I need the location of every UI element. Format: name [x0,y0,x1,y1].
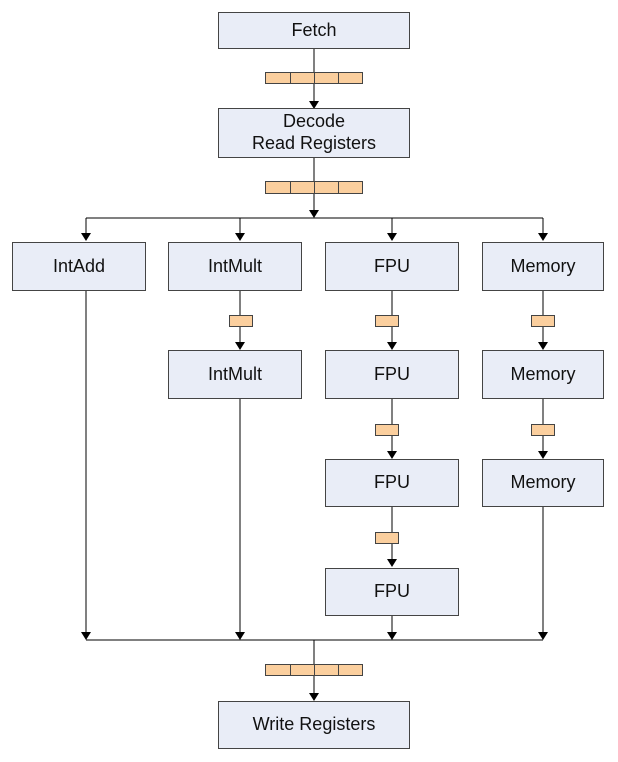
stage-memory-2-label: Memory [510,363,576,384]
stage-fpu-1: FPU [325,242,459,291]
stage-fpu-2: FPU [325,350,459,399]
pipeline-register-fpu-2 [375,424,399,436]
stage-fpu-3-label: FPU [374,472,410,493]
stage-intmult-2: IntMult [168,350,302,399]
stage-memory-3-label: Memory [510,472,576,493]
stage-intadd-label: IntAdd [52,255,106,276]
stage-memory-3: Memory [482,459,604,507]
pipeline-register-execute-write [265,664,363,676]
stage-write-registers-label: Write Registers [252,714,376,735]
stage-decode: Decode Read Registers [218,108,410,158]
stage-intmult-2-label: IntMult [207,363,263,384]
pipeline-register-memory-2 [531,424,555,436]
stage-fpu-4: FPU [325,568,459,616]
pipeline-register-fpu-3 [375,532,399,544]
stage-intmult-1: IntMult [168,242,302,291]
stage-decode-label: Decode [282,111,346,132]
stage-fpu-2-label: FPU [374,363,410,384]
stage-memory-1-label: Memory [510,255,576,276]
stage-fpu-4-label: FPU [374,581,410,602]
stage-fetch-label: Fetch [291,19,337,40]
stage-intmult-1-label: IntMult [207,255,263,276]
stage-write-registers: Write Registers [218,701,410,749]
stage-intadd: IntAdd [12,242,146,291]
stage-memory-2: Memory [482,350,604,399]
stage-memory-1: Memory [482,242,604,291]
stage-fetch: Fetch [218,12,410,49]
pipeline-register-decode-execute [265,181,363,194]
stage-fpu-1-label: FPU [374,255,410,276]
pipeline-register-fpu-1 [375,315,399,327]
pipeline-register-intmult [229,315,253,327]
stage-decode-sublabel: Read Registers [251,133,377,153]
pipeline-register-fetch-decode [265,72,363,84]
pipeline-register-memory-1 [531,315,555,327]
stage-fpu-3: FPU [325,459,459,507]
